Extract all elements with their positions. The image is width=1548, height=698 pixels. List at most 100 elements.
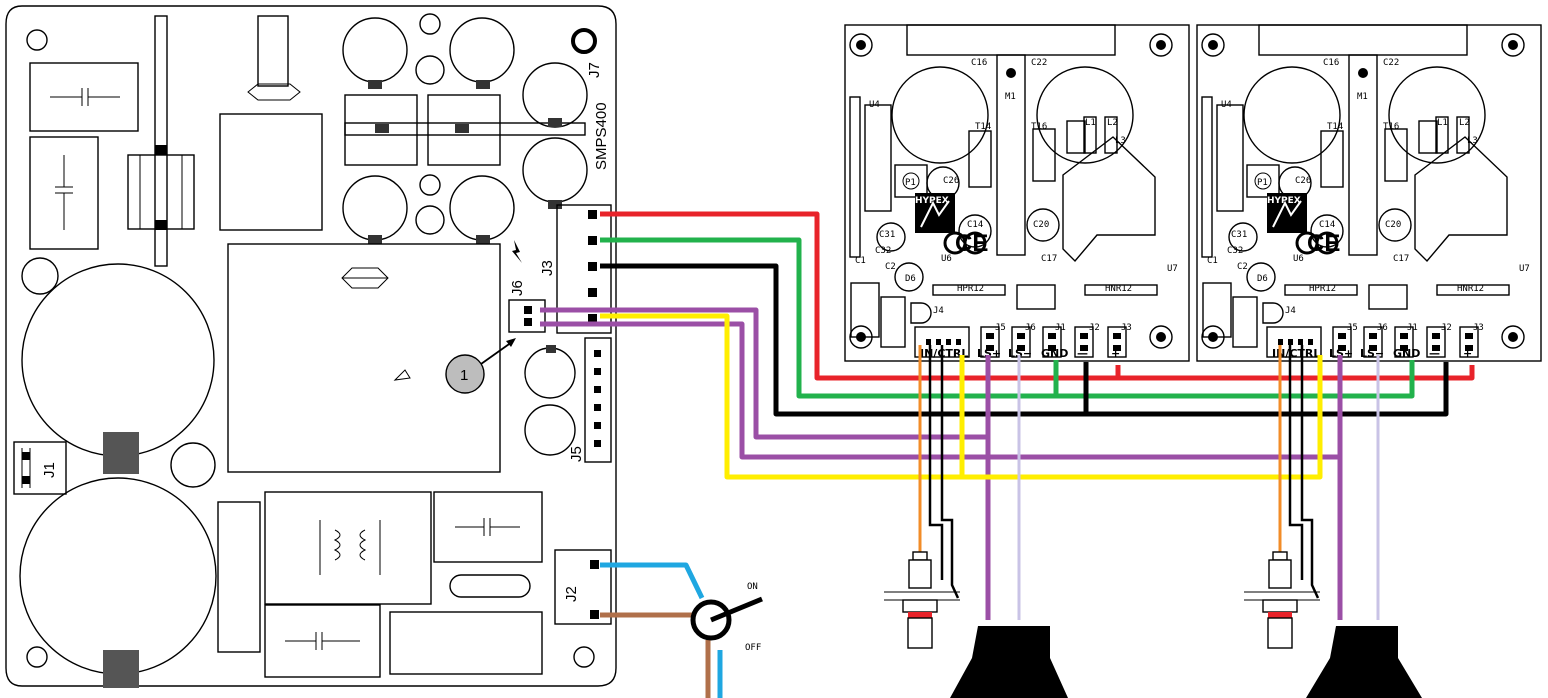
speaker-left (950, 626, 1068, 698)
amp-right-label-t16: T16 (1383, 122, 1399, 132)
amp-module-left: C16 C22 M1 U4 L1 L2 L3 T14 T16 P1 C26 C3… (843, 23, 1191, 363)
amp-left-label-l1: L1 (1085, 118, 1096, 128)
common-mode-choke (264, 491, 432, 605)
amp-right-label-c31: C31 (1231, 230, 1247, 240)
speaker-right (1306, 626, 1422, 698)
amp-left-label-d6: D6 (905, 274, 916, 284)
switch-off-label: OFF (745, 643, 761, 653)
amp-left-label-c2: C2 (885, 262, 896, 272)
amp-left-label-t14: T14 (975, 122, 991, 132)
amp-right-label-c1: C1 (1207, 256, 1218, 266)
amp-left-pin-minus: — (1077, 347, 1088, 360)
mount-hole (573, 646, 595, 668)
amp-right-pin-ls-plus: LS+ (1329, 347, 1353, 360)
amp-right-label-c32: C32 (1227, 246, 1243, 256)
amp-left-pin-plus: + (1111, 347, 1120, 360)
amp-right-pin-ls-minus: LS− (1360, 347, 1384, 360)
amp-right-label-c16: C16 (1323, 58, 1339, 68)
amp-right-label-c22: C22 (1383, 58, 1399, 68)
j1-connector (13, 441, 67, 495)
amp-left-label-j6: J6 (1025, 323, 1036, 333)
amp-left-label-c22: C22 (1031, 58, 1047, 68)
amp-right-label-c14: C14 (1319, 220, 1335, 230)
amp-right-label-u6: U6 (1293, 254, 1304, 264)
amp-module-right: C16 C22 M1 U4 L1 L2 L3 T14 T16 P1 C26 C3… (1195, 23, 1543, 363)
callout-number: 1 (460, 367, 468, 384)
amp-right-label-u4: U4 (1221, 100, 1232, 110)
amp-left-label-j3: J3 (1121, 323, 1132, 333)
amp-left-ce-mark: CE (955, 230, 988, 257)
j6-connector (508, 299, 546, 333)
amp-right-label-j4: J4 (1285, 306, 1296, 316)
film-capacitor (29, 62, 139, 132)
x-capacitor (433, 491, 543, 563)
amp-right-pin-plus: + (1463, 347, 1472, 360)
heatsink (154, 15, 168, 267)
amp-right-label-hnr12: HNR12 (1457, 284, 1484, 294)
mount-hole (26, 29, 48, 51)
wire-yellow (600, 313, 1323, 480)
amp-right-label-c17: C17 (1393, 254, 1409, 264)
power-wires (600, 211, 1475, 417)
amp-right-label-l2: L2 (1459, 118, 1470, 128)
amp-right-label-j1: J1 (1407, 323, 1418, 333)
amp-left-logo: HYPEX (915, 196, 949, 206)
amp-left-label-j2: J2 (1089, 323, 1100, 333)
amp-left-label-c26: C26 (943, 176, 959, 186)
amp-left-pin-gnd: GND (1041, 347, 1068, 360)
mount-hole (26, 646, 48, 668)
amp-right-label-m1: M1 (1357, 92, 1368, 102)
amp-right-label-l3: L3 (1467, 136, 1478, 146)
amp-right-label-c26: C26 (1295, 176, 1311, 186)
hazard-icon (512, 240, 522, 263)
amp-left-label-c16: C16 (971, 58, 987, 68)
signal-wires (540, 307, 1380, 620)
wire-v-minus (600, 263, 1449, 417)
wire-purple-ls-plus (540, 307, 991, 620)
callout-marker (445, 354, 485, 394)
amp-left-label-l3: L3 (1115, 136, 1126, 146)
psu-name: SMPS400 (593, 102, 610, 170)
amp-left-label-c32: C32 (875, 246, 891, 256)
amp-left-label-l2: L2 (1107, 118, 1118, 128)
j5-label: J5 (568, 446, 585, 462)
amp-right-label-j3: J3 (1473, 323, 1484, 333)
amp-left-label-u7: U7 (1167, 264, 1178, 274)
rca-jack-left (884, 551, 960, 649)
wire-purple-right (540, 321, 1343, 620)
amp-left-label-hpr12: HPR12 (957, 284, 984, 294)
amp-left-label-c20: C20 (1033, 220, 1049, 230)
amp-right-label-c2: C2 (1237, 262, 1248, 272)
amp-left-label-j4: J4 (933, 306, 944, 316)
amp-right-pin-minus: — (1429, 347, 1440, 360)
amp-left-label-p1: P1 (905, 178, 916, 188)
amp-left-label-c31: C31 (879, 230, 895, 240)
rca-jack-right (1244, 551, 1320, 649)
switch-lever[interactable] (710, 596, 763, 623)
amp-right-pin-in-ctrl: IN/CTRL (1272, 347, 1320, 360)
j5-connector (584, 337, 612, 463)
j6-label: J6 (509, 280, 526, 296)
amp-left-pin-ls-plus: LS+ (977, 347, 1001, 360)
j3-connector (556, 204, 612, 334)
amp-right-label-j5: J5 (1347, 323, 1358, 333)
amp-right-label-j6: J6 (1377, 323, 1388, 333)
j2-mains-connector (554, 549, 612, 625)
inductor (219, 113, 323, 231)
switch-on-label: ON (747, 582, 758, 592)
j1-label: J1 (41, 462, 58, 478)
j2-label: J2 (563, 586, 580, 602)
amp-left-label-m1: M1 (1005, 92, 1016, 102)
amp-right-label-l1: L1 (1437, 118, 1448, 128)
wire-mains-neutral (600, 612, 711, 698)
j7-label: J7 (586, 62, 603, 78)
amp-left-label-j1: J1 (1055, 323, 1066, 333)
film-capacitor (29, 136, 99, 250)
amp-right-label-u7: U7 (1519, 264, 1530, 274)
amp-right-logo: HYPEX (1267, 196, 1301, 206)
amp-right-ce-mark: CE (1307, 230, 1340, 257)
power-supply-board: J7 SMPS400 J3 J6 J5 J1 J2 1 (5, 5, 617, 688)
amp-left-label-c14: C14 (967, 220, 983, 230)
mount-hole (571, 28, 597, 54)
